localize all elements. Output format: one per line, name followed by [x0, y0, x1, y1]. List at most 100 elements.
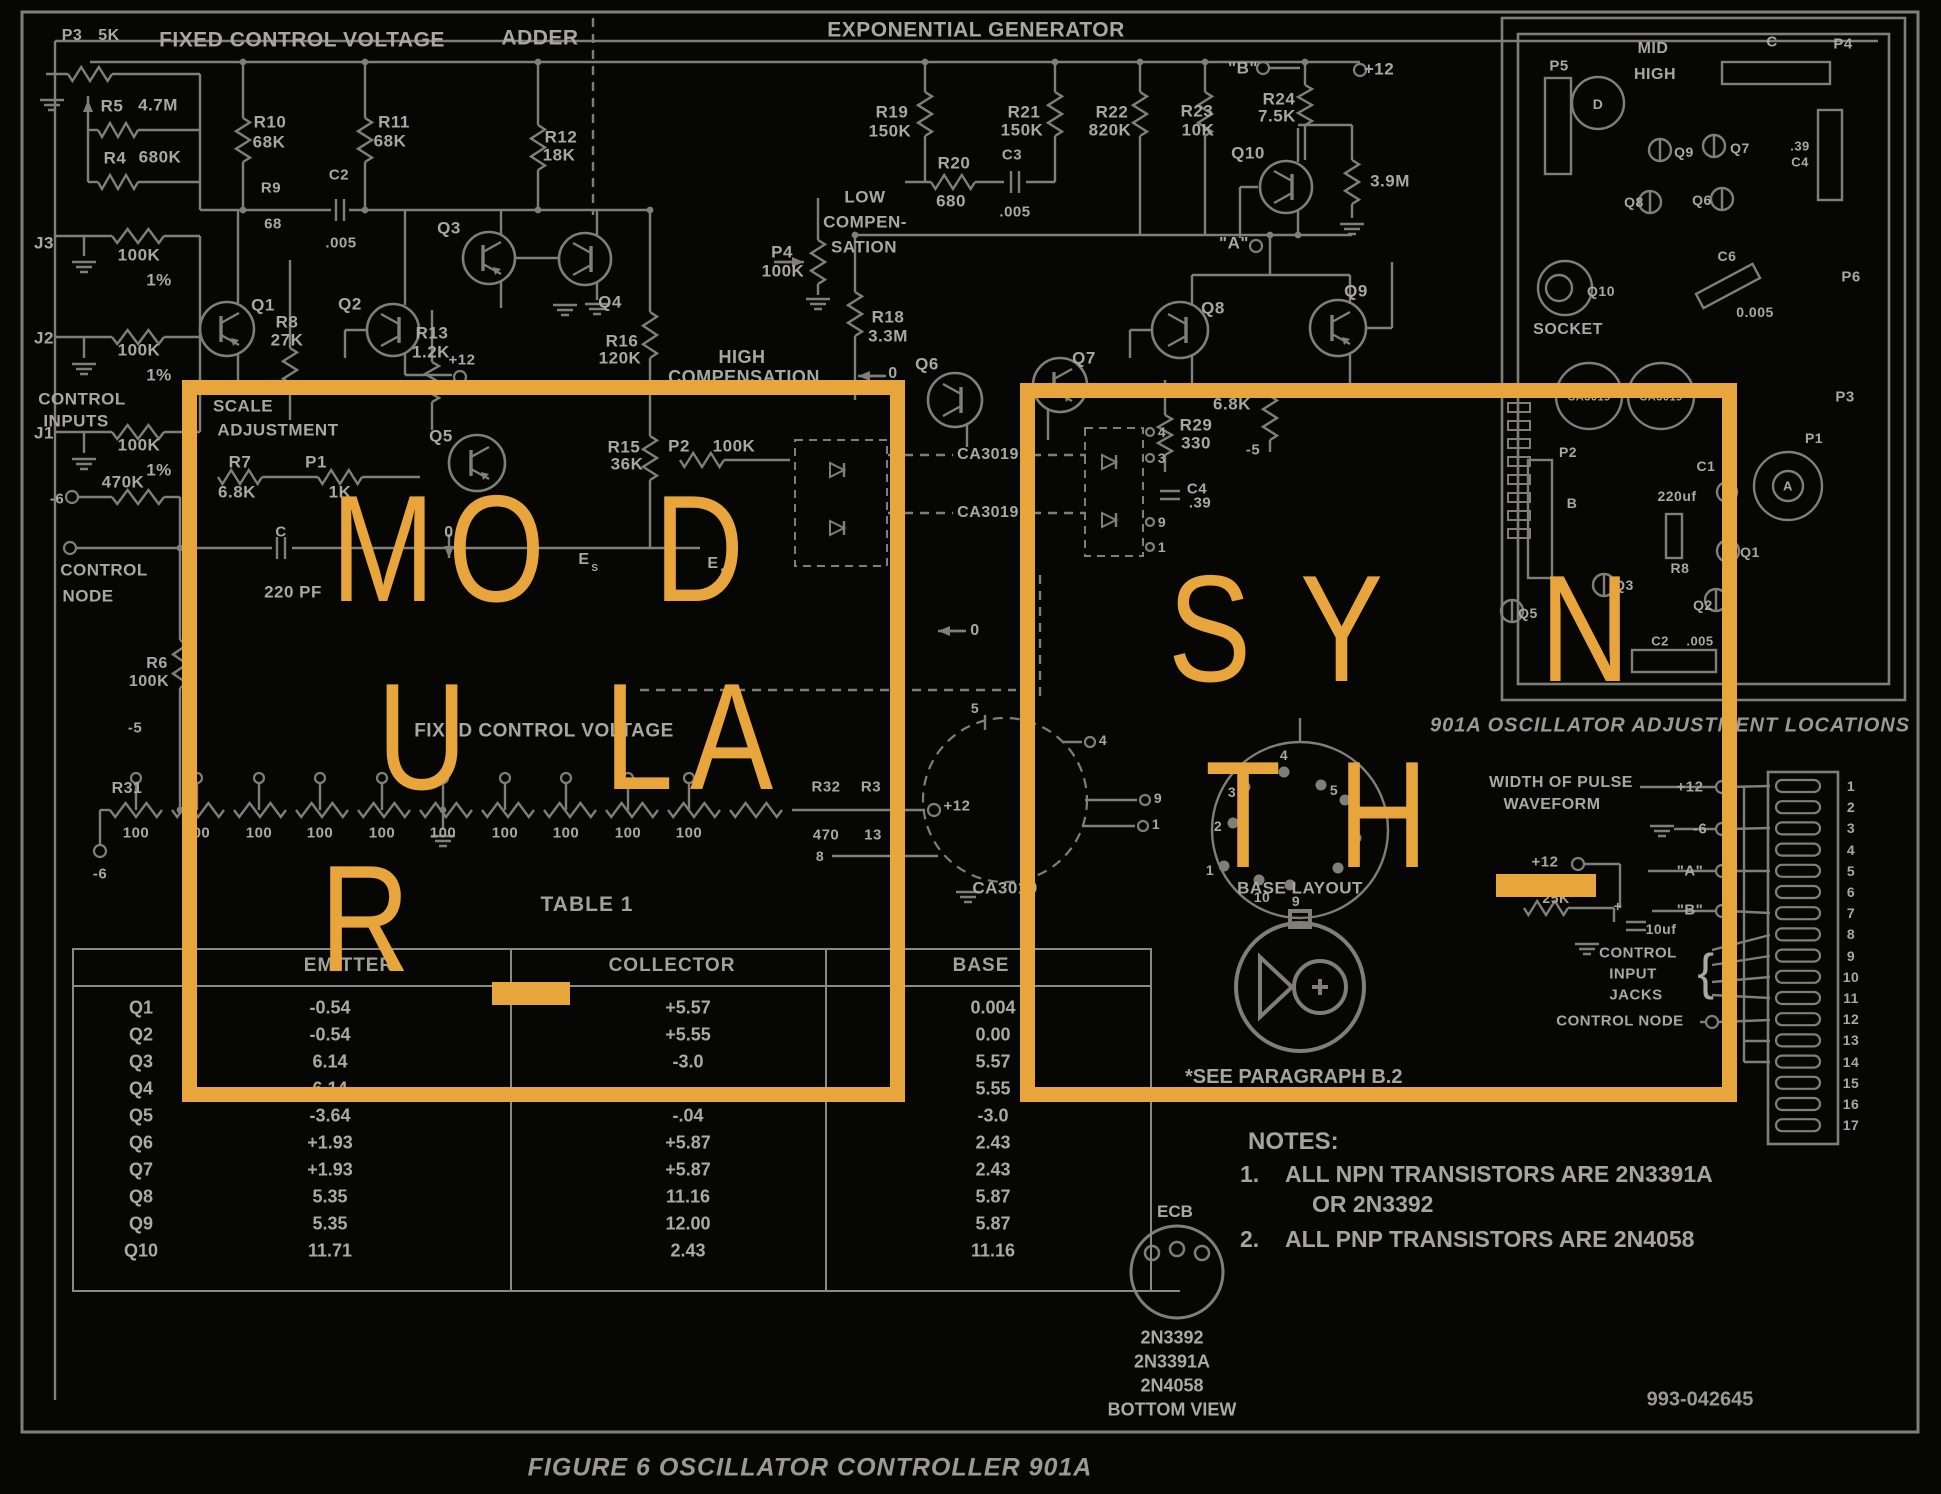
schematic-label: 2 — [1213, 818, 1223, 834]
schematic-label: 150K — [868, 121, 912, 141]
schematic-label: .39 — [1790, 138, 1810, 154]
schematic-label: CA3019 — [1639, 391, 1683, 404]
schematic-label: 6.8K — [218, 482, 256, 502]
schematic-label: WIDTH OF PULSE — [1489, 774, 1633, 791]
schematic-label: Q1 — [1740, 544, 1760, 560]
connector-pin-number: 12 — [1842, 1011, 1860, 1028]
schematic-label: Q7 — [1072, 348, 1096, 368]
table-cell-emitter: 6.14 — [312, 1051, 348, 1072]
schematic-label: C3 — [1001, 146, 1023, 164]
connector-pin-number: 1 — [1846, 778, 1856, 794]
table-cell-collector: -.04 — [672, 1105, 704, 1126]
schematic-label: P4 — [1833, 35, 1853, 53]
schematic-label: Q10 — [1587, 283, 1615, 299]
table-cell-q: Q6 — [128, 1132, 154, 1153]
table-cell-base: 5.87 — [975, 1213, 1011, 1234]
schematic-label: Q3 — [1614, 577, 1634, 593]
schematic-label: -6 — [1692, 820, 1708, 838]
schematic-label: 0 — [970, 622, 980, 639]
schematic-label: 100K — [117, 340, 161, 360]
table-cell-collector: -3.0 — [672, 1051, 704, 1072]
schematic-label: 0 — [888, 365, 898, 382]
schematic-label: 0 — [444, 524, 454, 541]
schematic-label: R9 — [260, 179, 282, 197]
schematic-label: EXPONENTIAL GENERATOR — [827, 18, 1125, 42]
connector-pin-number: 5 — [1846, 862, 1856, 879]
schematic-label: 36K — [610, 454, 644, 474]
schematic-label: 100 — [368, 824, 396, 842]
schematic-label: 68 — [264, 215, 282, 233]
schematic-label: CA3019 — [953, 505, 1023, 521]
schematic-label: J2 — [34, 328, 54, 348]
schematic-label: C4 — [1186, 480, 1208, 498]
schematic-label: CONTROL — [1599, 944, 1677, 962]
schematic-label: Q3 — [437, 218, 461, 238]
schematic-label: CA3019 — [1567, 391, 1611, 404]
part-2n4058: 2N4058 — [1140, 1375, 1204, 1396]
bottom-view-label: BOTTOM VIEW — [1107, 1399, 1237, 1420]
table-cell-collector: 2.43 — [670, 1240, 706, 1261]
note-1-line-1: ALL NPN TRANSISTORS ARE 2N3391A — [1285, 1161, 1713, 1187]
schematic-label: R8 — [275, 312, 299, 332]
schematic-label: HIGH — [718, 347, 766, 367]
schematic-label: Q8 — [1201, 298, 1225, 318]
schematic-label: 13 — [864, 826, 882, 844]
table-cell-emitter: 11.71 — [307, 1240, 353, 1261]
schematic-label: 3 — [1227, 784, 1237, 800]
table-cell-base: 0.00 — [975, 1024, 1011, 1045]
schematic-label: 100K — [117, 435, 161, 455]
schematic-label: FIXED CONTROL VOLTAGE — [414, 720, 674, 742]
schematic-label: 330 — [1181, 433, 1211, 453]
schematic-label: 0.005 — [1736, 304, 1774, 320]
schematic-label: R4 — [103, 148, 127, 168]
schematic-label: 4 — [1279, 747, 1289, 763]
schematic-label: E — [707, 555, 719, 572]
schematic-label: "B" — [1228, 58, 1258, 78]
schematic-label: R7 — [228, 452, 252, 472]
schematic-label: +12 — [1363, 59, 1395, 79]
schematic-label: INPUTS — [43, 411, 109, 431]
table-cell-base: 5.87 — [975, 1186, 1011, 1207]
table-cell-collector: +5.55 — [665, 1024, 711, 1045]
schematic-label: -6 — [92, 865, 108, 883]
schematic-label: R15 — [607, 437, 641, 457]
schematic-label: 4 — [1157, 424, 1167, 440]
schematic-label: D — [1592, 96, 1604, 112]
connector-pin-number: 2 — [1846, 799, 1856, 816]
schematic-label: 9 — [1291, 893, 1301, 909]
schematic-label: +12 — [1531, 853, 1559, 871]
table-cell-collector: +5.87 — [665, 1159, 711, 1180]
schematic-label: 7.5K — [1258, 106, 1296, 126]
table-cell-base: 5.55 — [975, 1078, 1011, 1099]
schematic-label: { — [1697, 944, 1715, 1000]
schematic-label: C1 — [1696, 458, 1716, 474]
table-cell-emitter: -0.54 — [309, 997, 351, 1018]
schematic-label: R6 — [146, 655, 168, 672]
schematic-label: R11 — [378, 112, 410, 132]
schematic-label: P6 — [1841, 268, 1861, 286]
schematic-label: 100 — [122, 824, 150, 842]
schematic-label: COMPENSATION — [668, 367, 820, 387]
schematic-label: 680 — [936, 191, 966, 211]
table-cell-emitter: -3.64 — [309, 1105, 351, 1126]
connector-pin-number: 3 — [1846, 820, 1856, 837]
table-line — [72, 948, 74, 1290]
schematic-label: 100 — [183, 824, 211, 842]
table-cell-q: Q5 — [128, 1105, 154, 1126]
schematic-label: 3.3M — [868, 326, 908, 346]
schematic-label: S — [720, 567, 728, 578]
schematic-label: R23 — [1180, 101, 1214, 121]
connector-pin-number: 7 — [1846, 905, 1856, 922]
schematic-label: -5 — [127, 719, 143, 737]
schematic-label: 1 — [1151, 816, 1161, 832]
schematic-label: CONTROL — [38, 389, 126, 409]
schematic-label: P4 — [771, 242, 793, 262]
schematic-label: 1 — [1157, 539, 1167, 555]
schematic-label: R5 — [100, 96, 124, 116]
schematic-label: 470 — [812, 826, 840, 844]
schematic-label: 220uf — [1657, 488, 1697, 504]
schematic-label: R12 — [544, 127, 578, 147]
schematic-label: COMPEN- — [823, 212, 907, 232]
schematic-label: +12 — [1676, 778, 1704, 796]
